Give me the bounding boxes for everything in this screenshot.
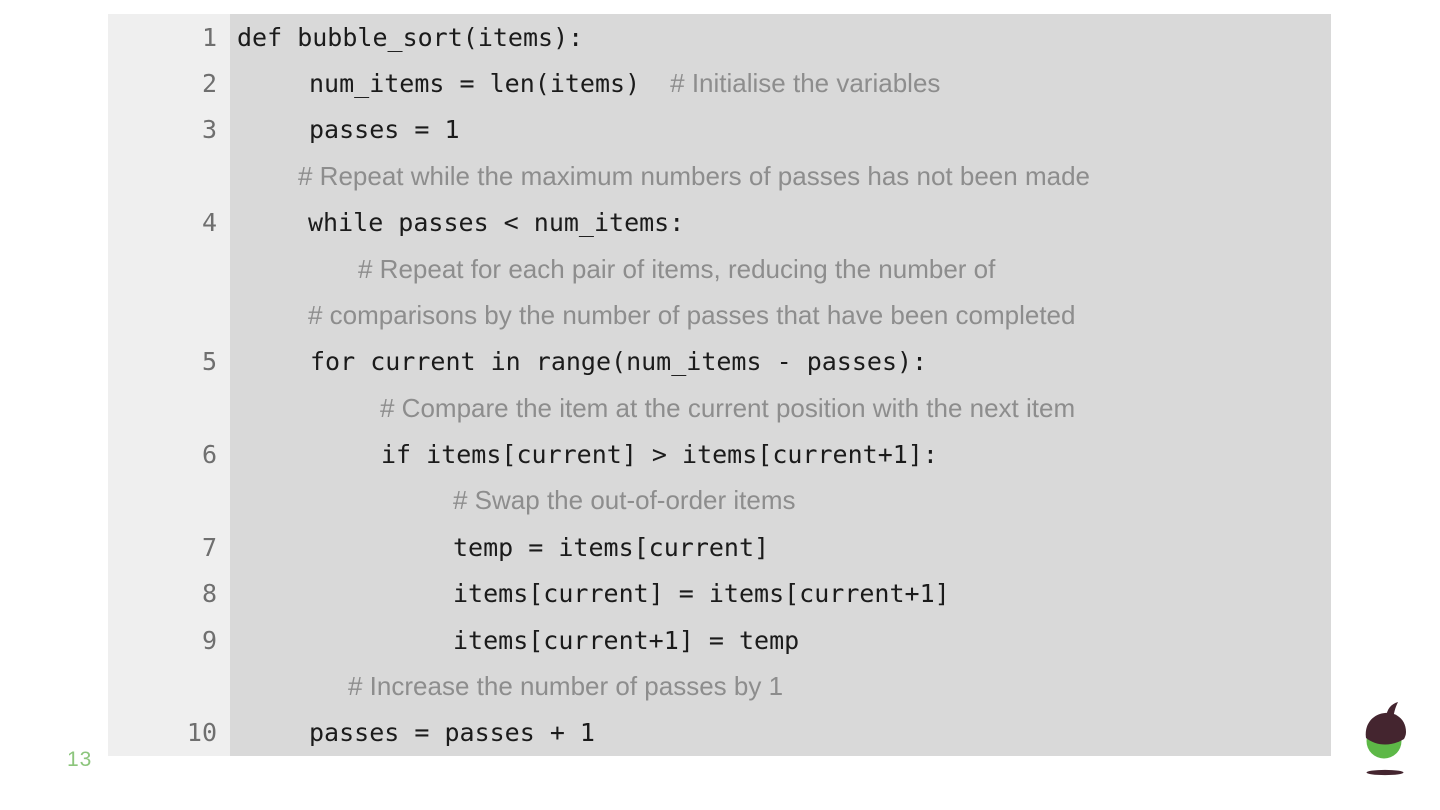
code-line: passes = 1 [230, 106, 1331, 154]
line-number [108, 385, 230, 432]
code-text: while passes < num_items: [308, 208, 685, 238]
code-line: items[current] = items[current+1] [230, 570, 1331, 617]
line-number: 9 [108, 616, 230, 664]
code-line: num_items = len(items) # Initialise the … [230, 60, 1331, 107]
line-number [108, 663, 230, 710]
line-number: 6 [108, 431, 230, 478]
code-line: if items[current] > items[current+1]: [230, 431, 1331, 478]
code-text: for current in range(num_items - passes)… [310, 347, 928, 377]
code-line: for current in range(num_items - passes)… [230, 338, 1331, 385]
line-number: 5 [108, 338, 230, 385]
code-text: passes = passes + 1 [309, 718, 595, 748]
line-number [108, 153, 230, 200]
line-number [108, 245, 230, 293]
comment-text: # comparisons by the number of passes th… [308, 299, 1076, 330]
code-text: items[current] = items[current+1] [453, 579, 950, 609]
oak-acorn-logo [1365, 702, 1406, 776]
code-row: # Compare the item at the current positi… [108, 385, 1331, 432]
code-row: # Repeat for each pair of items, reducin… [108, 245, 1331, 293]
comment-text: # Increase the number of passes by 1 [348, 670, 784, 701]
code-row: 10 passes = passes + 1 [108, 709, 1331, 756]
line-number: 10 [108, 709, 230, 756]
acorn-shadow [1366, 769, 1404, 776]
code-text: temp = items[current] [453, 532, 770, 562]
acorn-cap [1365, 712, 1406, 745]
code-row: # Swap the out-of-order items [108, 477, 1331, 525]
code-text: items[current+1] = temp [453, 625, 800, 655]
code-line: # comparisons by the number of passes th… [230, 292, 1331, 339]
code-text: num_items = len(items) [309, 69, 641, 99]
line-number [108, 477, 230, 525]
line-number: 4 [108, 199, 230, 246]
line-number: 1 [108, 14, 230, 61]
code-line: def bubble_sort(items): [230, 14, 1331, 61]
code-row: 6 if items[current] > items[current+1]: [108, 431, 1331, 478]
code-line: temp = items[current] [230, 524, 1331, 571]
code-row: 3 passes = 1 [108, 106, 1331, 154]
code-line: while passes < num_items: [230, 199, 1331, 246]
comment-text: # Repeat for each pair of items, reducin… [358, 253, 996, 284]
code-block: 1 def bubble_sort(items): 2 num_items = … [108, 14, 1331, 756]
code-row: 9 items[current+1] = temp [108, 616, 1331, 664]
code-line: # Compare the item at the current positi… [230, 385, 1331, 432]
comment-text: # Swap the out-of-order items [453, 485, 796, 516]
code-row: # Increase the number of passes by 1 [108, 663, 1331, 710]
line-number [108, 292, 230, 339]
code-text: passes = 1 [309, 115, 460, 145]
line-number: 8 [108, 570, 230, 617]
code-line: # Repeat for each pair of items, reducin… [230, 245, 1331, 293]
comment-text: # Repeat while the maximum numbers of pa… [298, 160, 1090, 191]
page-number: 13 [67, 748, 93, 771]
code-line: passes = passes + 1 [230, 709, 1331, 756]
code-line: # Increase the number of passes by 1 [230, 663, 1331, 710]
code-line: # Repeat while the maximum numbers of pa… [230, 153, 1331, 200]
code-row: 5 for current in range(num_items - passe… [108, 338, 1331, 385]
comment-text: # Initialise the variables [670, 68, 941, 99]
code-row: # comparisons by the number of passes th… [108, 292, 1331, 339]
line-number: 7 [108, 524, 230, 571]
code-row: 2 num_items = len(items) # Initialise th… [108, 60, 1331, 107]
code-row: 8 items[current] = items[current+1] [108, 570, 1331, 617]
line-number: 3 [108, 106, 230, 154]
code-row: 4 while passes < num_items: [108, 199, 1331, 246]
code-line: # Swap the out-of-order items [230, 477, 1331, 525]
comment-text: # Compare the item at the current positi… [380, 392, 1076, 423]
code-row: 7 temp = items[current] [108, 524, 1331, 571]
code-text: if items[current] > items[current+1]: [381, 440, 938, 470]
line-number: 2 [108, 60, 230, 107]
code-line: items[current+1] = temp [230, 616, 1331, 664]
code-row: # Repeat while the maximum numbers of pa… [108, 153, 1331, 200]
code-row: 1 def bubble_sort(items): [108, 14, 1331, 61]
code-text: def bubble_sort(items): [237, 22, 584, 52]
